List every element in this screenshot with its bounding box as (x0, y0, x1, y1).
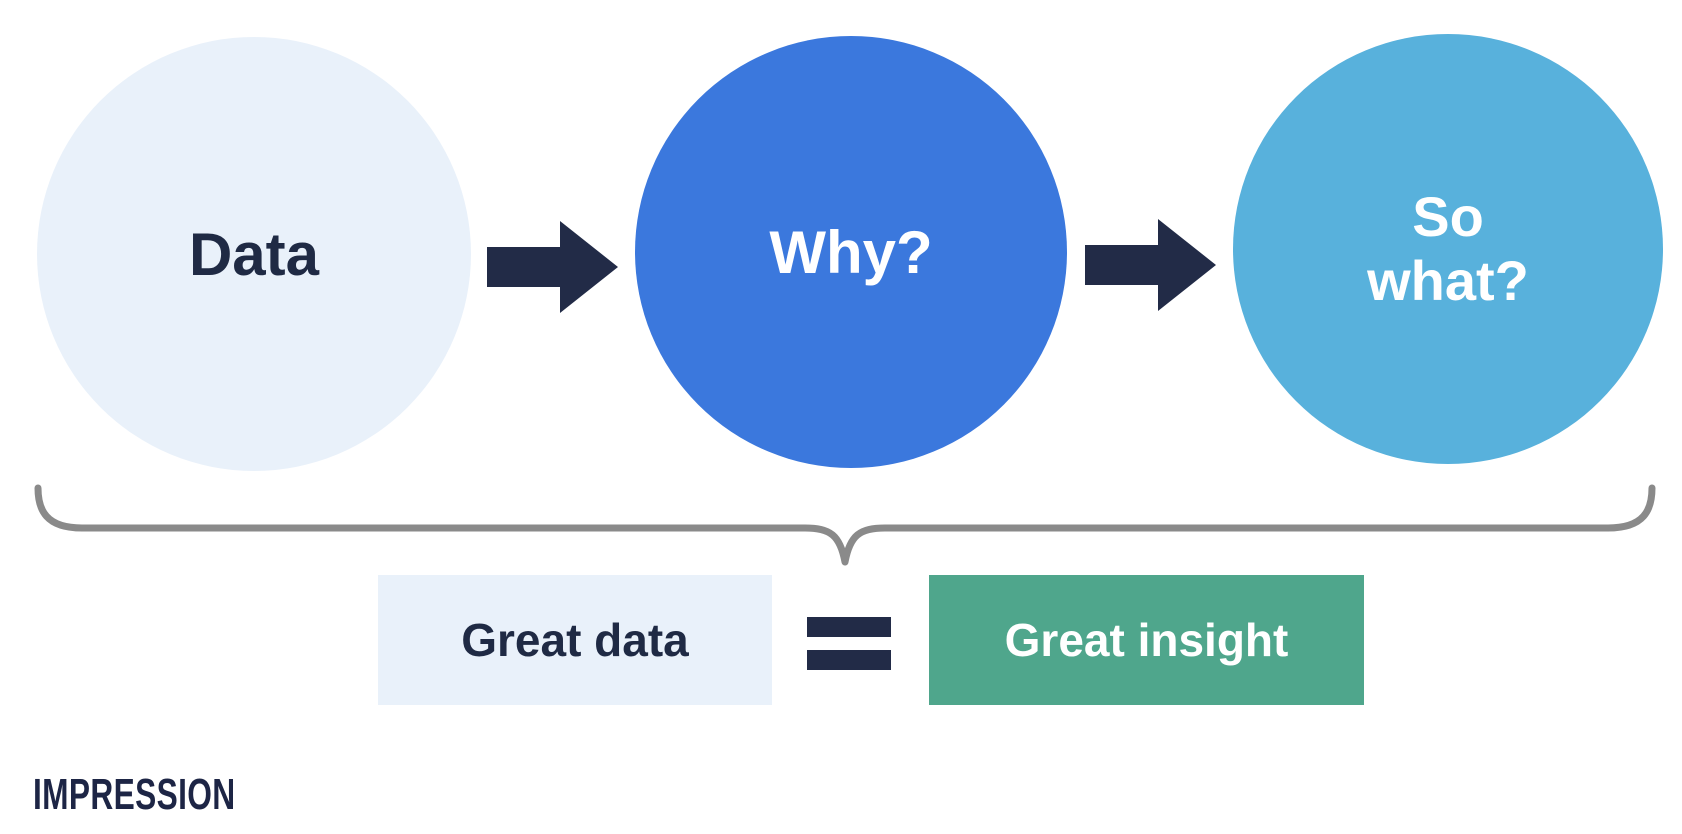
great-data-box: Great data (378, 575, 772, 705)
step-circle-data: Data (37, 37, 471, 471)
step-label-so-what: So what? (1367, 184, 1529, 312)
impression-logo: IMPRESSION (33, 770, 236, 819)
step-circle-so-what: So what? (1233, 34, 1663, 464)
step-label-data: Data (188, 220, 320, 288)
curly-brace-path (34, 484, 1656, 566)
great-insight-label: Great insight (1004, 614, 1289, 666)
equals-top-bar (807, 617, 891, 637)
great-insight-box: Great insight (929, 575, 1364, 705)
right-arrow-icon (1085, 219, 1216, 311)
right-arrow-icon (487, 221, 618, 313)
step-circle-why: Why? (635, 36, 1067, 468)
great-data-label: Great data (461, 614, 689, 666)
right-arrow-shape (487, 221, 618, 313)
equals-bottom-bar (807, 650, 891, 670)
right-arrow-shape (1085, 219, 1216, 311)
equals-sign: = (807, 617, 891, 670)
step-label-why: Why? (769, 218, 933, 286)
curly-brace (34, 484, 1656, 566)
